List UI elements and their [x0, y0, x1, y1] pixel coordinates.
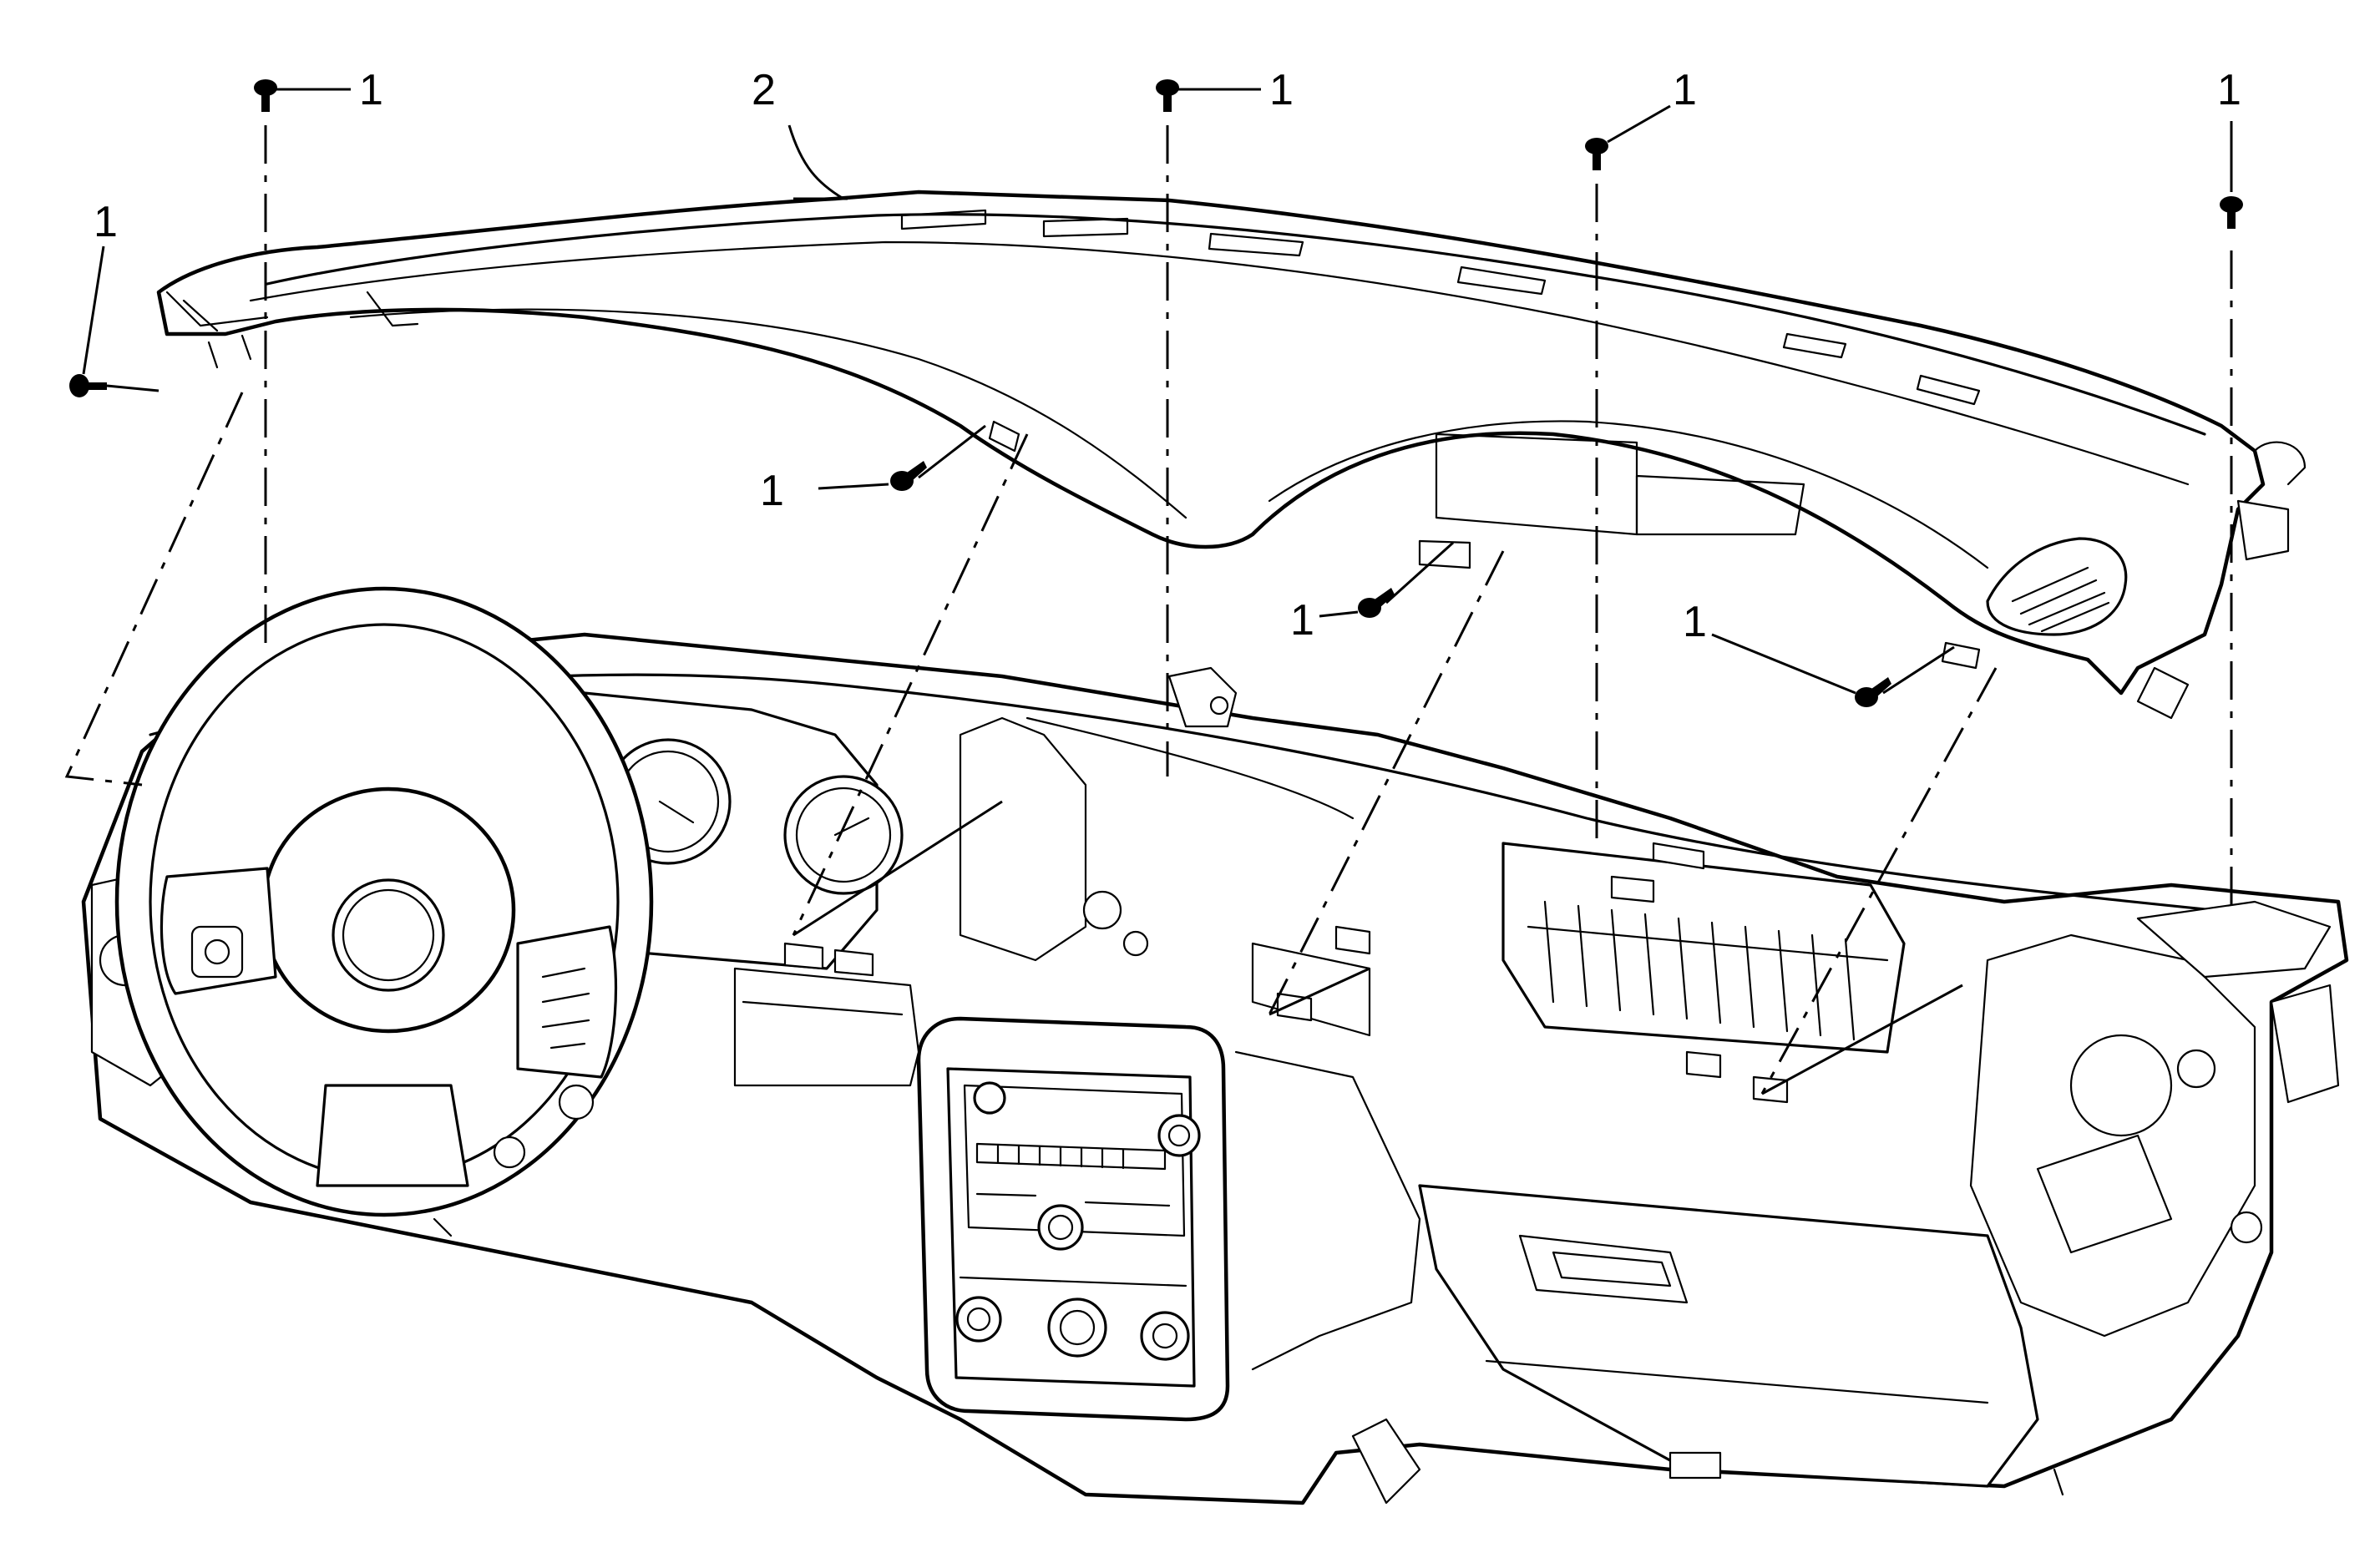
fastener-under-left: [890, 461, 927, 491]
fastener-top-center: [1156, 79, 1179, 112]
callout-1-left-side: 1: [94, 198, 118, 246]
callout-1-under-center: 1: [1290, 596, 1314, 645]
callout-1-far-right: 1: [2217, 66, 2241, 114]
fastener-top-right: [1585, 138, 1608, 170]
fastener-far-right: [2220, 196, 2243, 229]
fasteners: [69, 79, 2243, 707]
fastener-top-left: [254, 79, 277, 112]
upper-trim-panel: [156, 190, 2307, 720]
steering-wheel: [114, 586, 654, 1217]
callout-labels: 1 2 1 1 1 1 1 1 1: [94, 66, 2241, 646]
callout-1-top-right: 1: [1673, 66, 1697, 114]
fastener-left-side: [69, 374, 107, 397]
fastener-under-center: [1358, 588, 1395, 618]
callout-2-trim-panel: 2: [752, 66, 776, 114]
alignment-lines: [64, 125, 2233, 1095]
fastener-under-right: [1855, 677, 1891, 707]
callout-1-top-center: 1: [1269, 66, 1294, 114]
callout-1-top-left: 1: [359, 66, 383, 114]
callout-leaders: [82, 88, 2233, 695]
callout-1-under-left: 1: [760, 467, 784, 515]
callout-1-under-right: 1: [1683, 598, 1707, 646]
